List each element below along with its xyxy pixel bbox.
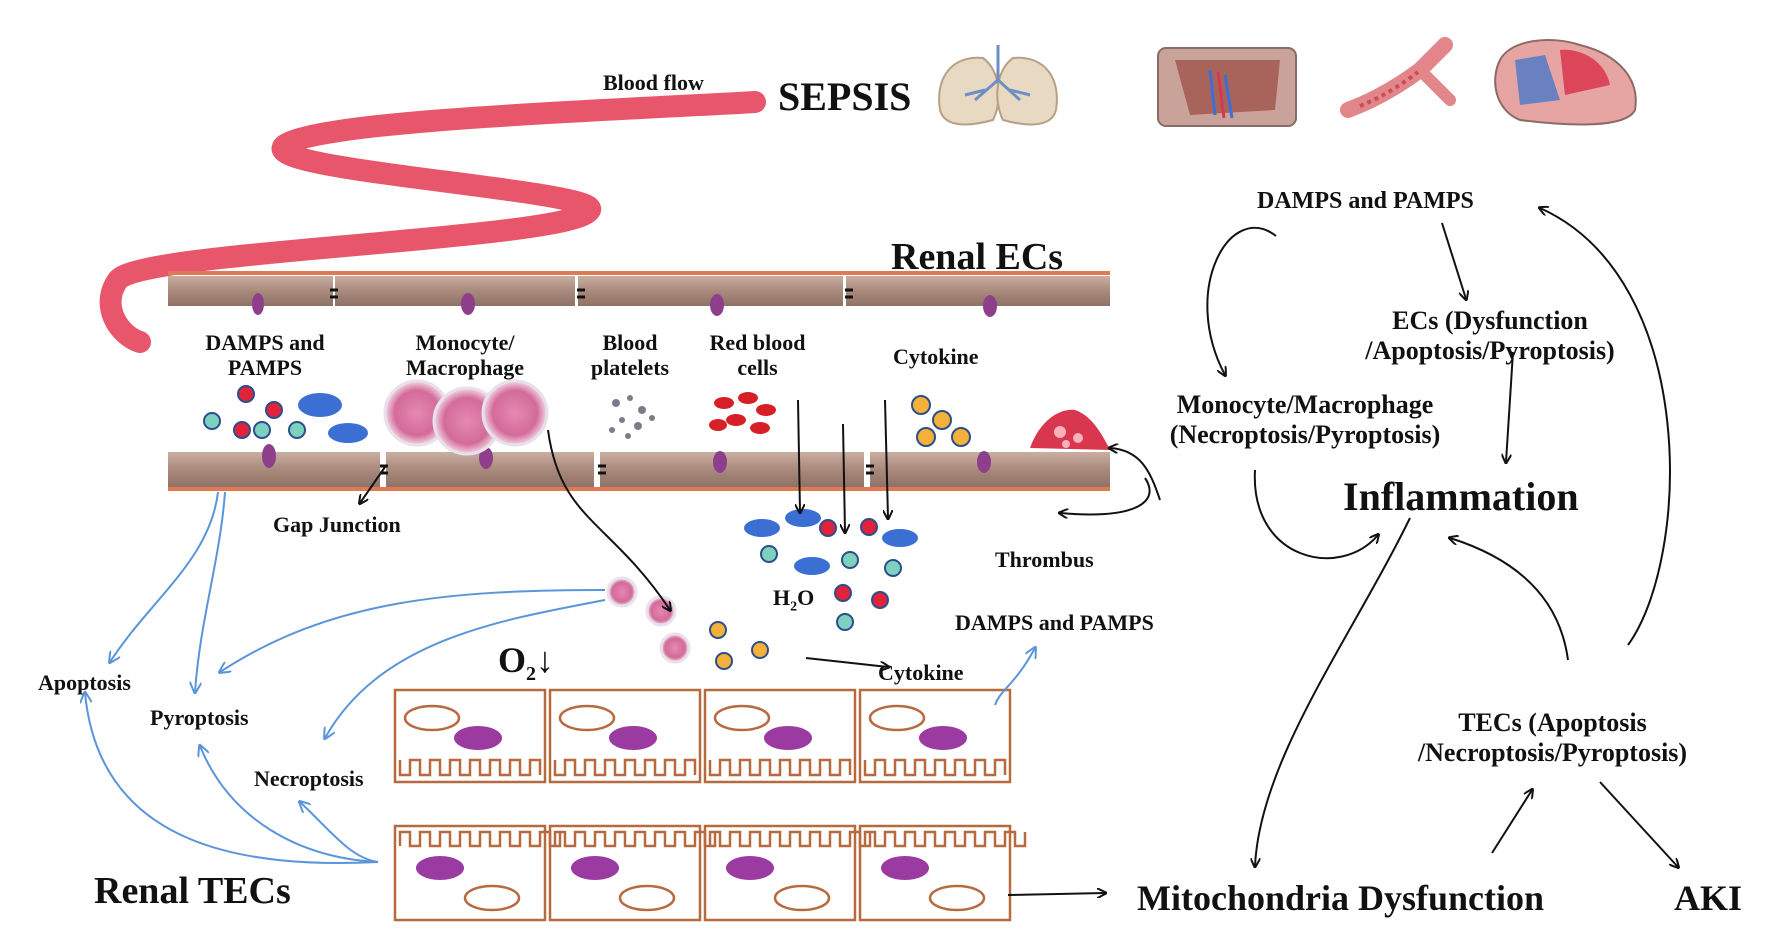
thrombus-icon xyxy=(1030,409,1110,450)
lumen-red-blood-cells xyxy=(709,392,776,434)
thrombus-label: Thrombus xyxy=(995,547,1094,572)
pyroptosis-label: Pyroptosis xyxy=(150,705,249,730)
interstitial-cytokine-label: Cytokine xyxy=(878,660,964,685)
h2o-label: H2O xyxy=(773,585,815,615)
lumen-cytokine-label: Cytokine xyxy=(893,344,979,369)
sepsis-title: SEPSIS xyxy=(778,74,912,119)
cycle-tecs-node: TECs (Apoptosis/Necroptosis/Pyroptosis) xyxy=(1417,708,1688,767)
blood-vessel-icon xyxy=(1340,37,1456,118)
interstitial-damps-pamps-label: DAMPS and PAMPS xyxy=(955,610,1154,635)
vessel-bottom-wall xyxy=(168,444,1110,491)
blood-flow-ribbon xyxy=(99,91,766,353)
vessel-top-wall xyxy=(168,271,1110,317)
cycle-damps-pamps-node: DAMPS and PAMPS xyxy=(1257,188,1474,214)
cycle-inflammation-node: Inflammation xyxy=(1343,474,1579,519)
heart-icon xyxy=(1494,39,1637,126)
lungs-icon xyxy=(938,45,1058,126)
cycle-ecs-node: ECs (Dysfunction/Apoptosis/Pyroptosis) xyxy=(1365,306,1615,365)
interstitial-particles xyxy=(606,509,918,670)
lumen-monocytes xyxy=(383,379,549,456)
lumen-platelets xyxy=(609,395,655,439)
lumen-damps-pamps-particles xyxy=(203,385,368,443)
left-black-arrows xyxy=(360,399,1161,895)
gap-junction-label: Gap Junction xyxy=(273,512,401,537)
cycle-aki-node: AKI xyxy=(1674,878,1743,918)
apoptosis-label: Apoptosis xyxy=(38,670,131,695)
left-blue-arrows xyxy=(85,491,1035,864)
necroptosis-label: Necroptosis xyxy=(254,766,364,791)
renal-ecs-title: Renal ECs xyxy=(891,236,1064,278)
cycle-mitochondria-node: Mitochondria Dysfunction xyxy=(1137,878,1545,918)
tec-top-nuclei xyxy=(454,726,967,750)
oxygen-decrease-label: O2↓ xyxy=(498,640,555,686)
blood-flow-label: Blood flow xyxy=(603,70,704,95)
renal-tecs-title: Renal TECs xyxy=(94,870,291,912)
tec-row-bottom xyxy=(393,824,1027,922)
lumen-cytokines xyxy=(911,395,971,447)
tec-row-top xyxy=(393,688,1012,784)
tec-bottom-nuclei xyxy=(416,856,929,880)
right-cycle-arrows xyxy=(1206,208,1678,867)
cycle-monocyte-node: Monocyte/Macrophage(Necroptosis/Pyroptos… xyxy=(1169,390,1441,449)
lumen-monocyte-label: Monocyte/Macrophage xyxy=(405,330,525,381)
liver-icon xyxy=(1157,47,1297,127)
